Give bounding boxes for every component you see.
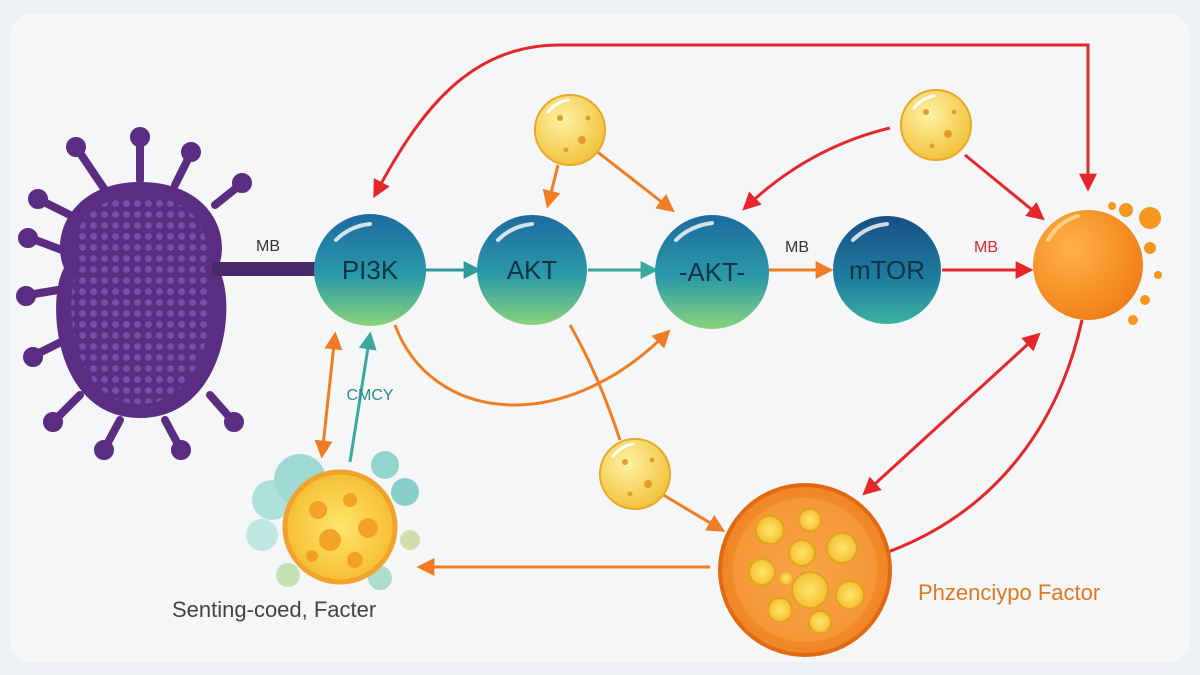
node-mtor: mTOR [833, 216, 941, 324]
line-orange-to-big-cell [887, 319, 1084, 554]
label-cell-to-pi3k: MB [256, 238, 280, 255]
node-akt2-label: -AKT- [679, 257, 745, 287]
arrow-left-cell-pi3k-orange [314, 331, 343, 459]
ligand-sphere-3 [599, 438, 671, 510]
node-akt2: -AKT- [655, 215, 769, 329]
arrow-ligand1-to-akt [542, 164, 561, 209]
node-akt: AKT [477, 215, 587, 325]
node-pi3k: PI3K [314, 214, 426, 326]
arrow-pi3k-curve-to-akt2 [393, 324, 671, 407]
arrow-ligand2-to-orange [964, 153, 1045, 221]
label-akt2-to-mtor: MB [785, 239, 809, 256]
label-mtor-to-out: MB [974, 239, 998, 256]
arrow-ligand3-to-big-cell [654, 488, 726, 532]
receptor-cell [16, 127, 324, 460]
big-orange-cell [718, 483, 892, 657]
node-akt-label: AKT [507, 255, 558, 285]
node-mtor-label: mTOR [849, 255, 925, 285]
orange-effector-cell [1033, 202, 1162, 325]
arrow-ligand2-to-akt2 [742, 126, 891, 211]
label-feedback: CMCY [346, 387, 393, 404]
caption-right: Phzenciypo Factor [918, 580, 1100, 605]
arrow-akt-down [568, 324, 622, 441]
left-yellow-cell [246, 451, 420, 590]
arrow-big-cell-orange-cell [862, 332, 1041, 496]
ligand-sphere-2 [900, 89, 972, 161]
caption-left: Senting-coed, Facter [172, 597, 376, 622]
node-pi3k-label: PI3K [342, 255, 399, 285]
arrow-ligand1-to-akt2 [594, 148, 675, 213]
feedback-arrow-top [373, 43, 1090, 199]
ligand-sphere-1 [534, 94, 606, 166]
arrow-left-cell-pi3k-teal [348, 331, 377, 463]
